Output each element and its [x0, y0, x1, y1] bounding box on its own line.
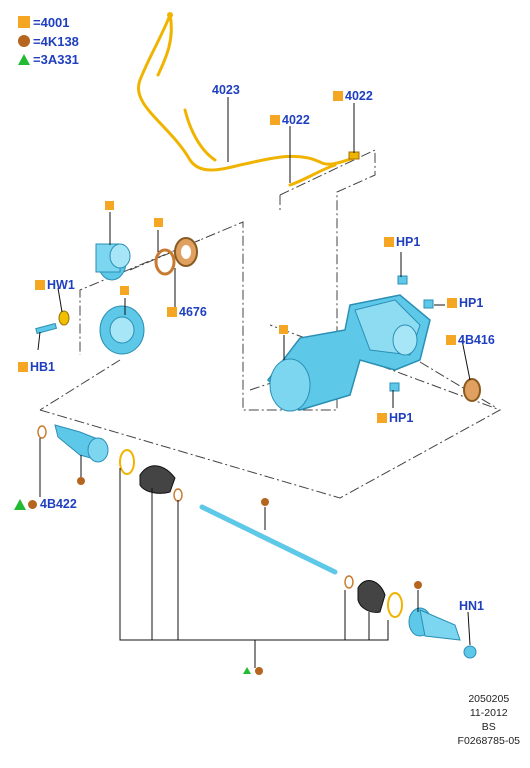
orange-square-icon [167, 307, 177, 317]
coupling-hw1 [99, 305, 145, 355]
snap-ring-mid [173, 488, 183, 502]
callout-4022-right: 4022 [333, 89, 373, 103]
brown-circle-icon [18, 35, 30, 47]
callout-markers [77, 201, 422, 675]
callout-4023: 4023 [212, 83, 240, 97]
oil-seal-4676 [174, 237, 198, 267]
callout-hp1-bottom: HP1 [377, 411, 413, 425]
callout-4676: 4676 [167, 305, 207, 319]
snap-ring-right [344, 575, 354, 589]
green-triangle-icon [14, 498, 26, 510]
orange-square-icon [384, 237, 394, 247]
callout-4b416: 4B416 [446, 333, 495, 347]
bolt-hb1 [35, 322, 58, 335]
drawing-number: 2050205 [468, 693, 510, 705]
green-triangle-icon [18, 53, 30, 65]
drawing-reference-block: 2050205 11-2012 BS F0268785-05 [458, 692, 520, 748]
callout-4b422: 4B422 [14, 497, 77, 511]
legend-4k138: =4K138 [18, 33, 79, 49]
hub-nut-hn1 [463, 645, 477, 659]
snap-ring-left [37, 425, 47, 439]
callout-hw1: HW1 [35, 278, 75, 292]
halfshaft-bar [199, 504, 338, 575]
orange-square-icon [333, 91, 343, 101]
washer-hw1 [58, 310, 70, 326]
outer-cv-joint [408, 607, 461, 641]
seal-ring-small [154, 248, 176, 276]
callout-hp1-right: HP1 [447, 296, 483, 310]
orange-square-icon [35, 280, 45, 290]
cv-boot-left [139, 465, 176, 494]
legend-3a331: =3A331 [18, 51, 79, 67]
drawing-initials: BS [481, 721, 496, 733]
figure-reference: F0268785-05 [457, 735, 520, 747]
orange-square-icon [377, 413, 387, 423]
boot-clamp-left [119, 449, 135, 475]
orange-square-icon [18, 362, 28, 372]
oil-seal-4b416 [463, 378, 481, 402]
cv-boot-right [357, 580, 386, 613]
callout-4022-left: 4022 [270, 113, 310, 127]
orange-square-icon [446, 335, 456, 345]
orange-square-icon [18, 16, 30, 28]
legend-4001: =4001 [18, 14, 70, 30]
drawing-date: 11-2012 [469, 707, 508, 719]
wiring-harness-4023 [136, 13, 357, 187]
output-flange [95, 243, 131, 281]
brown-circle-icon [28, 499, 37, 509]
boot-clamp-right [387, 592, 403, 618]
rear-drive-unit-housing [266, 294, 431, 412]
callout-hn1: HN1 [459, 599, 485, 613]
callout-leader-lines [37, 97, 471, 668]
plug-hp1 [389, 275, 434, 392]
callout-hp1-top: HP1 [384, 235, 420, 249]
inner-cv-joint [54, 424, 109, 463]
orange-square-icon [270, 115, 280, 125]
orange-square-icon [447, 298, 457, 308]
callout-hb1: HB1 [18, 360, 55, 374]
